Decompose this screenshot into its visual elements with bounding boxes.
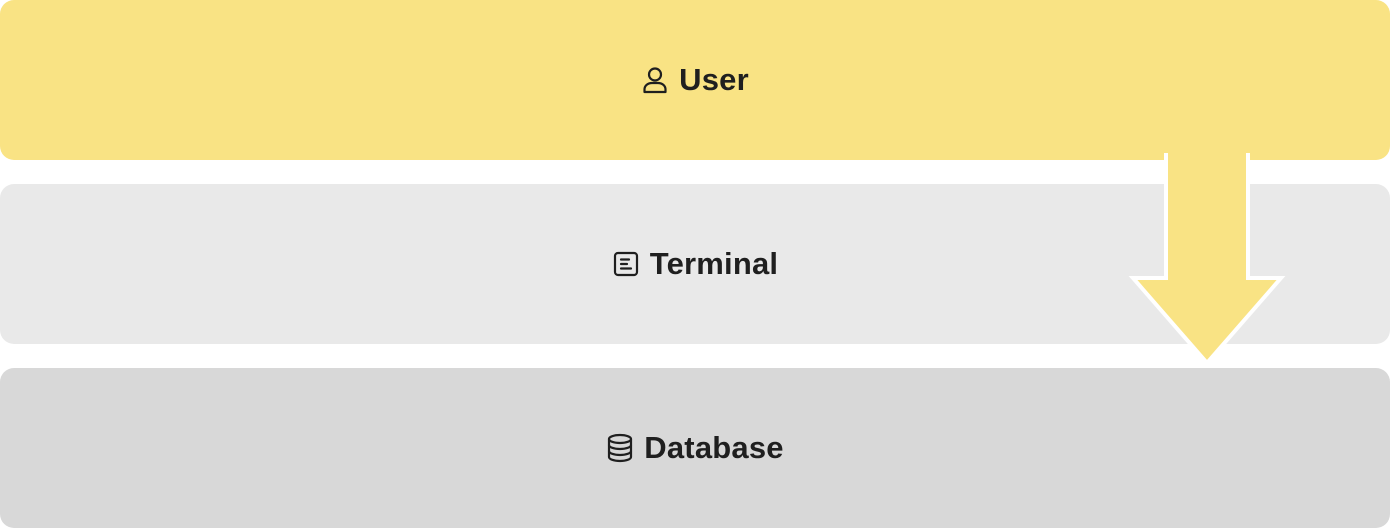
terminal-layer: Terminal <box>0 184 1390 344</box>
user-layer-label: User <box>679 62 749 97</box>
database-layer: Database <box>0 368 1390 528</box>
database-layer-content: Database <box>606 430 784 466</box>
user-icon <box>641 65 669 95</box>
user-layer: User <box>0 0 1390 160</box>
database-layer-label: Database <box>644 430 784 465</box>
database-icon <box>606 433 634 463</box>
user-layer-content: User <box>641 62 749 98</box>
terminal-layer-label: Terminal <box>649 246 779 281</box>
terminal-layer-content: Terminal <box>612 246 779 282</box>
document-icon <box>612 249 640 279</box>
